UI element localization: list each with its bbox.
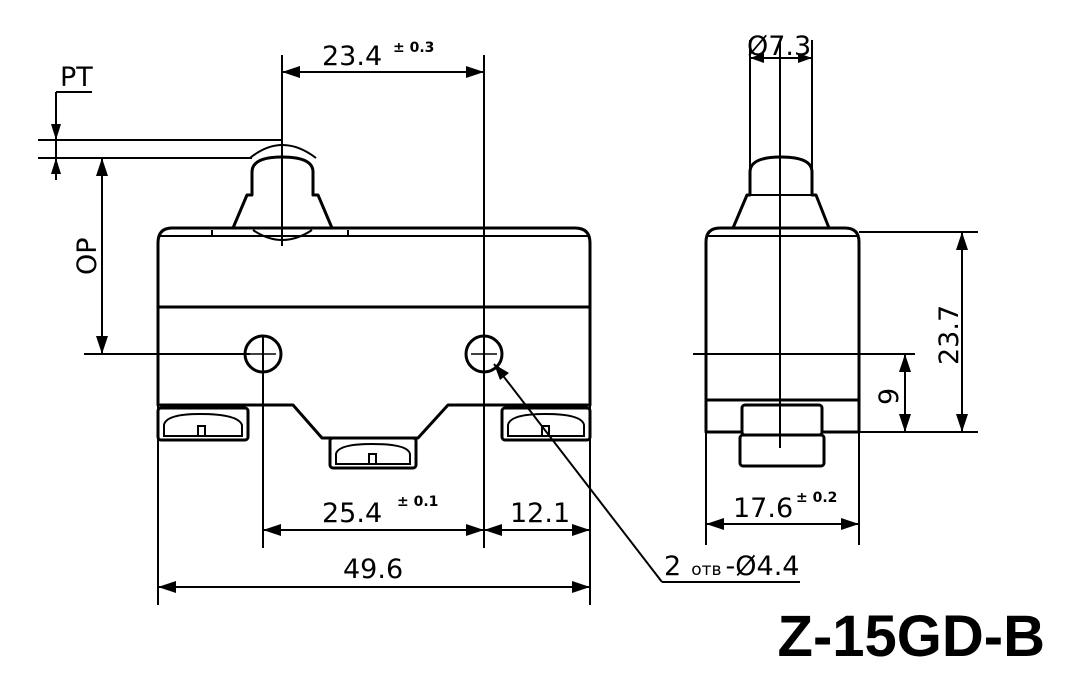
dim-plunger-to-hole: 23.4 ± 0.3: [282, 40, 484, 78]
side-view: Ø7.3 17.6 ± 0.2 23.7 9: [693, 31, 978, 545]
svg-text:9: 9: [874, 388, 905, 405]
model-number: Z-15GD-B: [777, 604, 1045, 669]
dim-overall-length: 49.6: [158, 554, 590, 593]
body-front: [156, 226, 592, 440]
svg-text:17.6: 17.6: [733, 493, 793, 524]
svg-text:23.7: 23.7: [934, 305, 965, 365]
terminal-left: [156, 406, 250, 442]
terminal-right: [500, 406, 592, 442]
dim-hole-height: 9: [874, 354, 911, 432]
dim-width: 17.6 ± 0.2: [706, 490, 859, 530]
dim-operating-position: OP: [72, 158, 250, 355]
svg-text:Ø7.3: Ø7.3: [747, 31, 811, 62]
svg-text:12.1: 12.1: [510, 498, 570, 529]
dim-hole-spacing: 25.4 ± 0.1 12.1: [263, 494, 590, 536]
dim-height: 23.7: [934, 232, 968, 432]
svg-text:25.4: 25.4: [322, 498, 382, 529]
hole-note-leader: 2 отв -Ø4.4: [493, 363, 800, 583]
svg-text:± 0.1: ± 0.1: [397, 494, 438, 510]
dim-pretravel: PT: [38, 62, 282, 180]
dim-plunger-diameter: Ø7.3: [747, 31, 812, 63]
svg-text:OP: OP: [72, 237, 103, 275]
body-side: [704, 226, 861, 434]
svg-text:PT: PT: [60, 62, 93, 93]
svg-text:± 0.3: ± 0.3: [393, 40, 434, 56]
svg-text:49.6: 49.6: [343, 554, 403, 585]
svg-text:23.4: 23.4: [322, 41, 382, 72]
svg-text:2 отв -Ø4.4: 2 отв -Ø4.4: [664, 551, 799, 582]
svg-text:± 0.2: ± 0.2: [796, 490, 837, 506]
terminal-side: [738, 403, 826, 468]
front-view: 23.4 ± 0.3 PT OP 25.4: [38, 40, 800, 605]
terminal-center: [328, 436, 418, 470]
